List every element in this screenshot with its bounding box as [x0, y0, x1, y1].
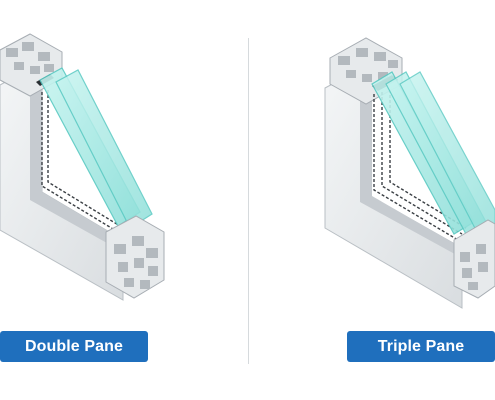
spacer-dashes — [373, 94, 459, 241]
frame-bottom-profile — [453, 219, 495, 299]
double-pane-illustration — [0, 33, 165, 301]
triple-pane-illustration — [324, 37, 495, 309]
glass-pane-2 — [55, 69, 153, 229]
triple-pane-label: Triple Pane — [347, 331, 495, 362]
frame-inner-bevel — [30, 78, 123, 252]
frame-inner-bevel — [360, 79, 462, 258]
center-divider — [248, 38, 249, 364]
spacer-dashes — [41, 92, 119, 233]
glass-pane-3 — [399, 71, 495, 235]
frame-bottom-profile — [105, 215, 165, 299]
double-pane-label: Double Pane — [0, 331, 148, 362]
